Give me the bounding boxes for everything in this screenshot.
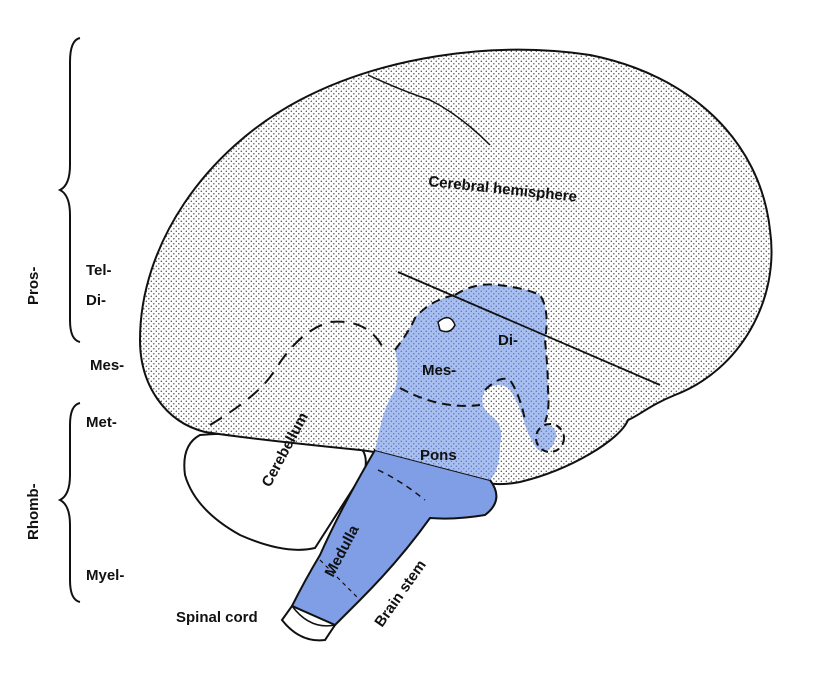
label-rhomb: Rhomb- [25, 483, 42, 540]
telencephalon-diencephalon-line [397, 271, 661, 386]
label-mes-left: Mes- [90, 357, 124, 374]
label-mes-structure: Mes- [422, 362, 456, 379]
cerebellum-dashed-outline [209, 320, 386, 426]
label-di-structure: Di- [498, 332, 518, 349]
label-spinal-cord: Spinal cord [176, 609, 258, 626]
label-pros: Pros- [25, 267, 42, 305]
pons-mes-di-region [375, 284, 557, 480]
label-tel: Tel- [86, 262, 112, 279]
label-pons: Pons [420, 447, 457, 464]
label-myel: Myel- [86, 567, 124, 584]
label-met: Met- [86, 414, 117, 431]
central-sulcus [367, 74, 491, 146]
label-di-left: Di- [86, 292, 106, 309]
spinal-cord [280, 604, 337, 642]
rhomb-bracket [57, 402, 81, 603]
pros-bracket [57, 37, 81, 343]
